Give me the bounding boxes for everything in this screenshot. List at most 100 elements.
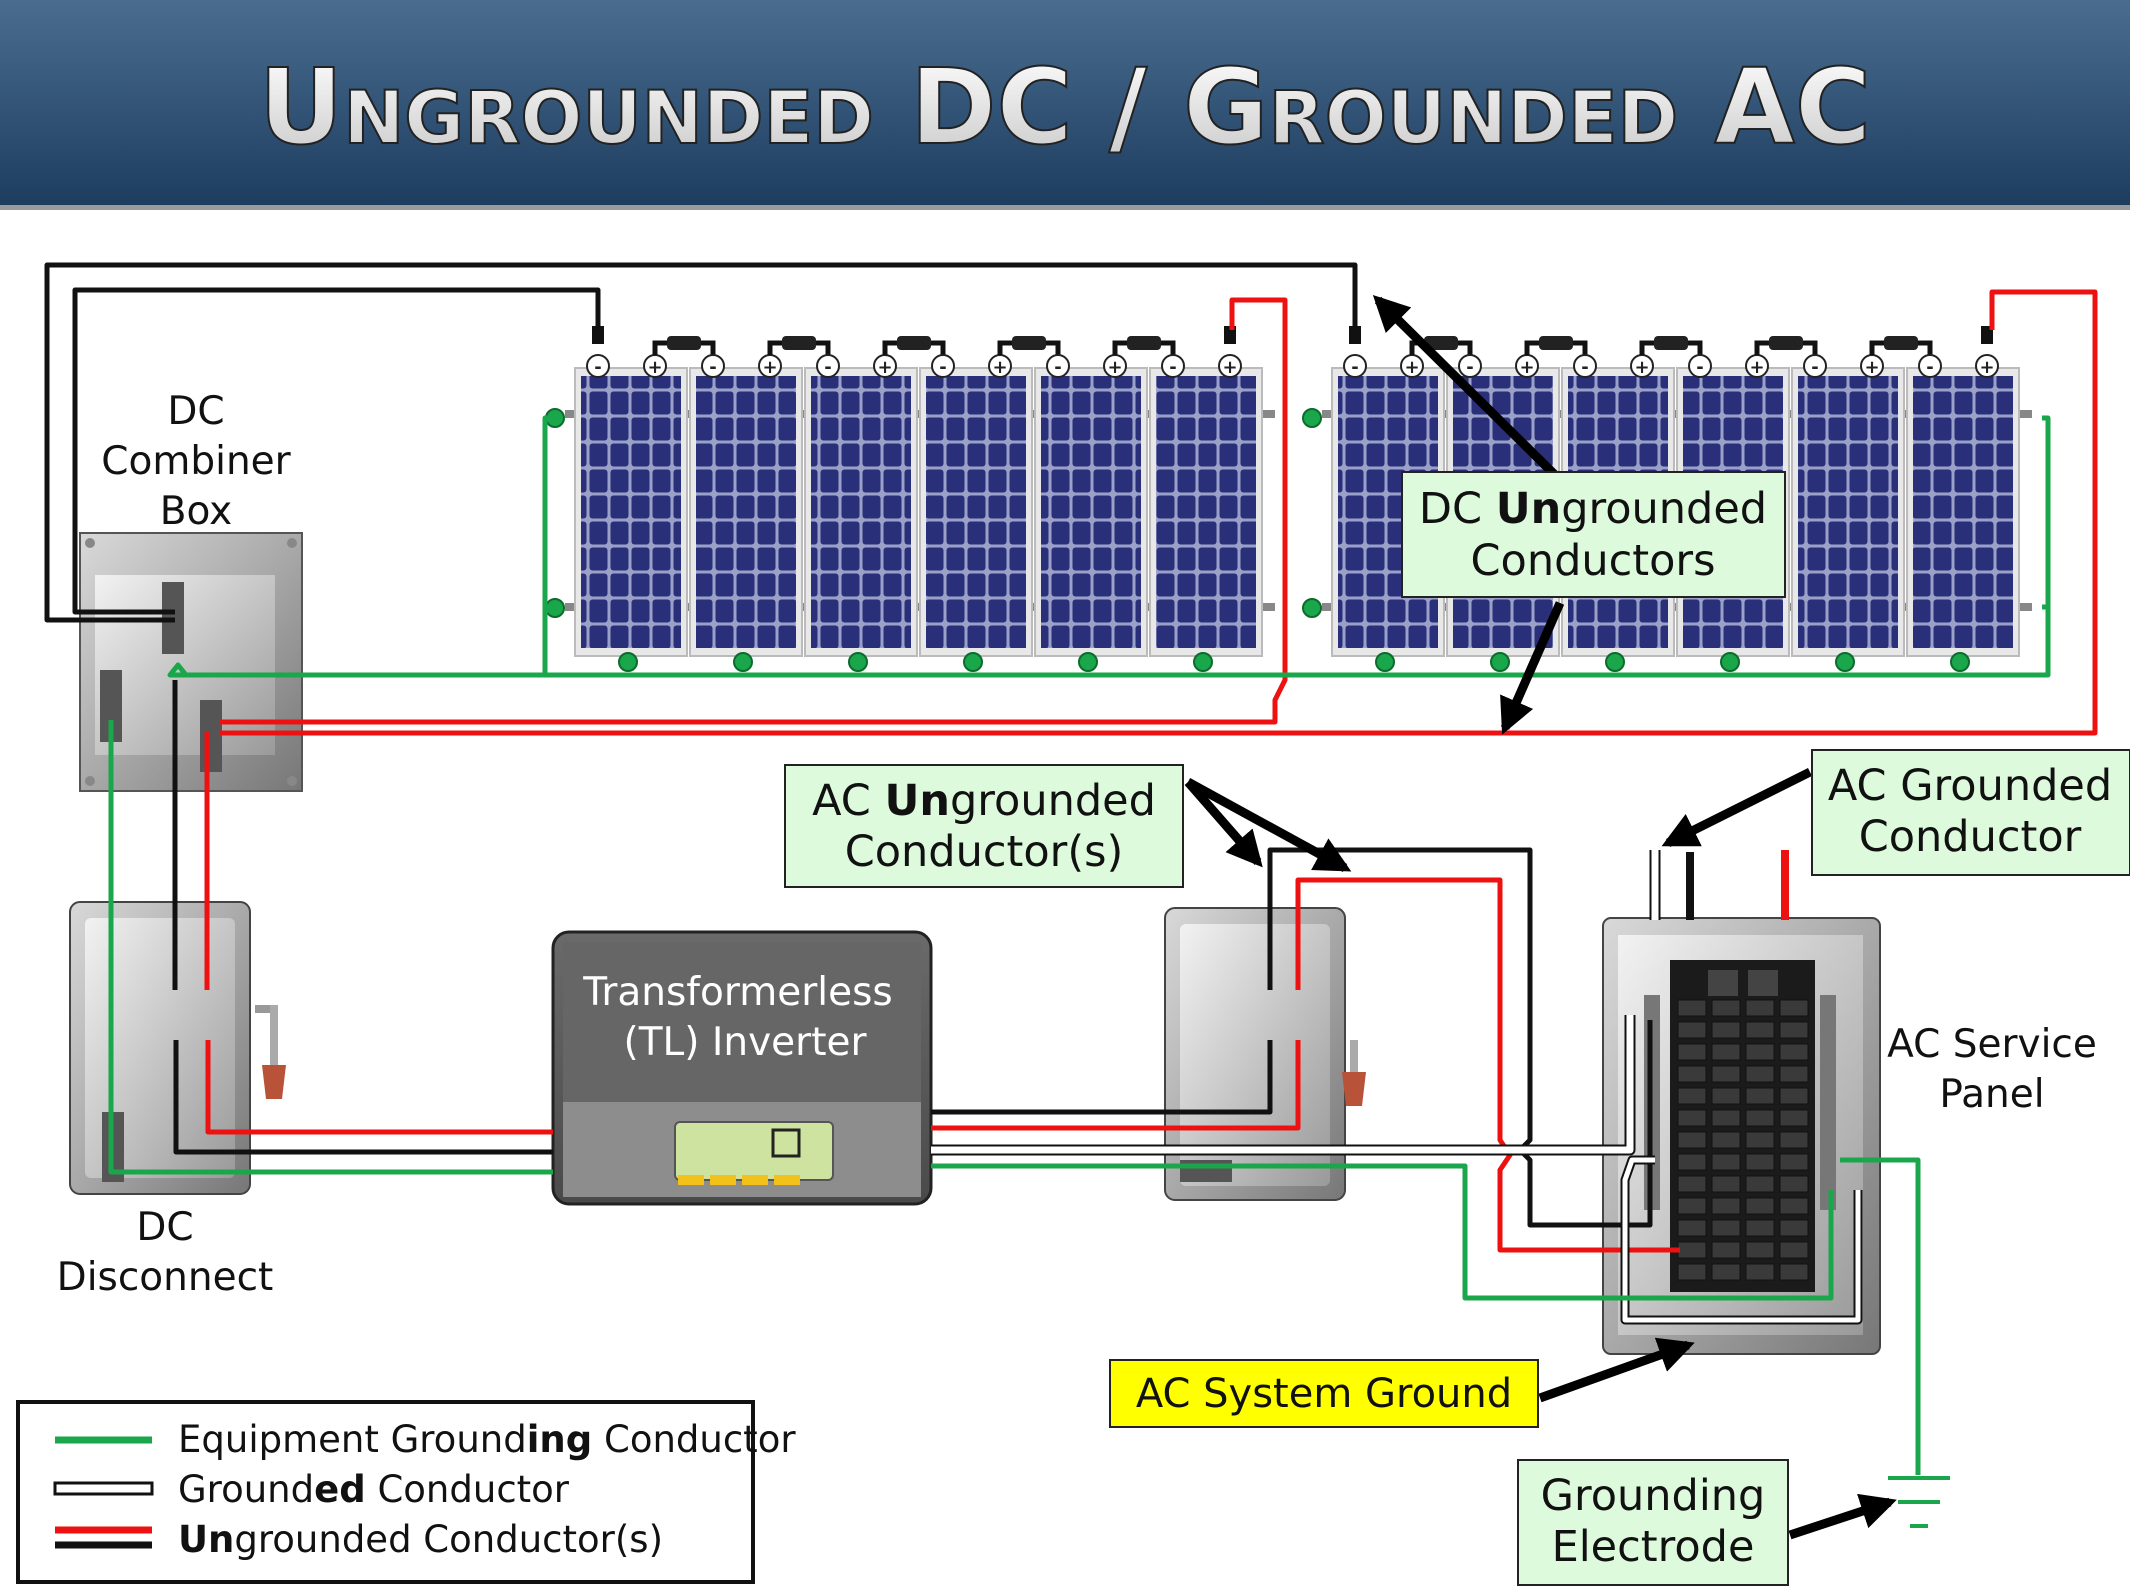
- ground-lug-icon: [1950, 652, 1970, 672]
- breaker[interactable]: [1745, 1043, 1775, 1061]
- solar-array: -+-+-+-+-+-+-+-+-+-+-+-+: [545, 326, 2032, 672]
- breaker[interactable]: [1677, 1043, 1707, 1061]
- legend: Equipment Grounding Conductor Grounded C…: [16, 1400, 796, 1584]
- solar-cells: [811, 376, 911, 648]
- breaker[interactable]: [1677, 1241, 1707, 1259]
- breaker[interactable]: [1711, 1109, 1741, 1127]
- breaker[interactable]: [1779, 1263, 1809, 1281]
- svg-text:DC: DC: [136, 1205, 193, 1250]
- mc4-connector-icon: [1012, 336, 1046, 350]
- breaker[interactable]: [1745, 1175, 1775, 1193]
- string-positive-lead: [1224, 326, 1236, 344]
- negative-terminal-icon: [931, 354, 955, 378]
- breaker[interactable]: [1745, 1197, 1775, 1215]
- breaker[interactable]: [1711, 1065, 1741, 1083]
- breaker[interactable]: [1677, 1175, 1707, 1193]
- negative-terminal-icon: [1343, 354, 1367, 378]
- breaker[interactable]: [1779, 1087, 1809, 1105]
- svg-text:DC: DC: [167, 389, 224, 434]
- label-ac-service-panel: AC Service Panel: [1887, 1022, 2097, 1117]
- breaker[interactable]: [1745, 1087, 1775, 1105]
- breaker[interactable]: [1711, 999, 1741, 1017]
- ground-lug-icon: [1605, 652, 1625, 672]
- breaker[interactable]: [1711, 1175, 1741, 1193]
- breaker[interactable]: [1711, 1241, 1741, 1259]
- svg-text:DC Ungrounded: DC Ungrounded: [1419, 484, 1767, 534]
- breaker[interactable]: [1711, 1263, 1741, 1281]
- ground-lug-icon: [618, 652, 638, 672]
- breaker[interactable]: [1711, 1021, 1741, 1039]
- breaker[interactable]: [1677, 1021, 1707, 1039]
- positive-terminal-label: +: [1222, 357, 1237, 378]
- positive-terminal-label: +: [1864, 357, 1879, 378]
- breaker[interactable]: [1779, 1021, 1809, 1039]
- breaker[interactable]: [1779, 1219, 1809, 1237]
- breaker[interactable]: [1745, 1153, 1775, 1171]
- string-negative-lead: [592, 326, 604, 344]
- legend-item-equipment-ground: Equipment Grounding Conductor: [178, 1418, 796, 1461]
- breaker[interactable]: [1711, 1131, 1741, 1149]
- breaker[interactable]: [1677, 999, 1707, 1017]
- breaker[interactable]: [1779, 1241, 1809, 1259]
- breaker[interactable]: [1779, 999, 1809, 1017]
- breaker[interactable]: [1779, 1197, 1809, 1215]
- negative-terminal-label: -: [1926, 357, 1933, 378]
- main-breaker[interactable]: [1748, 970, 1778, 996]
- page-title: Ungrounded DC / Grounded AC: [259, 46, 1872, 168]
- mc4-connector-icon: [897, 336, 931, 350]
- inverter-display: [674, 1121, 834, 1181]
- breaker[interactable]: [1779, 1109, 1809, 1127]
- breaker[interactable]: [1711, 1043, 1741, 1061]
- breaker[interactable]: [1745, 1263, 1775, 1281]
- negative-terminal-label: -: [709, 357, 716, 378]
- breaker[interactable]: [1711, 1153, 1741, 1171]
- mc4-connector-icon: [667, 336, 701, 350]
- dc-disconnect-handle[interactable]: [262, 1065, 286, 1099]
- ground-lug-icon: [733, 652, 753, 672]
- breaker[interactable]: [1677, 1065, 1707, 1083]
- ground-lug-icon: [1720, 652, 1740, 672]
- callout-dc-ungrounded: DC Ungrounded Conductors: [1401, 471, 1786, 598]
- ground-lug-icon: [848, 652, 868, 672]
- callout-ac-system-ground: AC System Ground: [1109, 1359, 1539, 1428]
- breaker[interactable]: [1779, 1175, 1809, 1193]
- breaker[interactable]: [1745, 1021, 1775, 1039]
- inverter-logo-icon: [771, 1128, 801, 1158]
- breaker[interactable]: [1745, 1109, 1775, 1127]
- breaker[interactable]: [1677, 1087, 1707, 1105]
- main-breaker[interactable]: [1708, 970, 1738, 996]
- header-bar: [0, 0, 2130, 210]
- rail-ground-lug-icon: [1302, 408, 1322, 428]
- solar-cells: [1156, 376, 1256, 648]
- breaker[interactable]: [1677, 1153, 1707, 1171]
- breaker[interactable]: [1677, 1263, 1707, 1281]
- breaker[interactable]: [1745, 1131, 1775, 1149]
- breaker[interactable]: [1677, 1131, 1707, 1149]
- breaker[interactable]: [1745, 1241, 1775, 1259]
- breaker[interactable]: [1779, 1131, 1809, 1149]
- breaker[interactable]: [1711, 1219, 1741, 1237]
- breaker[interactable]: [1711, 1197, 1741, 1215]
- breaker[interactable]: [1779, 1043, 1809, 1061]
- negative-terminal-icon: [1458, 354, 1482, 378]
- positive-terminal-label: +: [877, 357, 892, 378]
- positive-terminal-label: +: [992, 357, 1007, 378]
- breaker[interactable]: [1711, 1087, 1741, 1105]
- dc-combiner-box: [79, 532, 303, 792]
- breaker[interactable]: [1677, 1109, 1707, 1127]
- ac-disconnect-handle[interactable]: [1342, 1072, 1366, 1106]
- breaker[interactable]: [1779, 1153, 1809, 1171]
- ground-lug-icon: [1835, 652, 1855, 672]
- svg-text:Electrode: Electrode: [1552, 1522, 1755, 1572]
- breaker[interactable]: [1779, 1065, 1809, 1083]
- breaker[interactable]: [1745, 999, 1775, 1017]
- positive-terminal-icon: [1975, 354, 1999, 378]
- breaker[interactable]: [1677, 1197, 1707, 1215]
- solar-cells: [1913, 376, 2013, 648]
- breaker[interactable]: [1677, 1219, 1707, 1237]
- breaker[interactable]: [1745, 1219, 1775, 1237]
- breaker[interactable]: [1745, 1065, 1775, 1083]
- svg-text:Conductors: Conductors: [1470, 536, 1715, 586]
- solar-cells: [926, 376, 1026, 648]
